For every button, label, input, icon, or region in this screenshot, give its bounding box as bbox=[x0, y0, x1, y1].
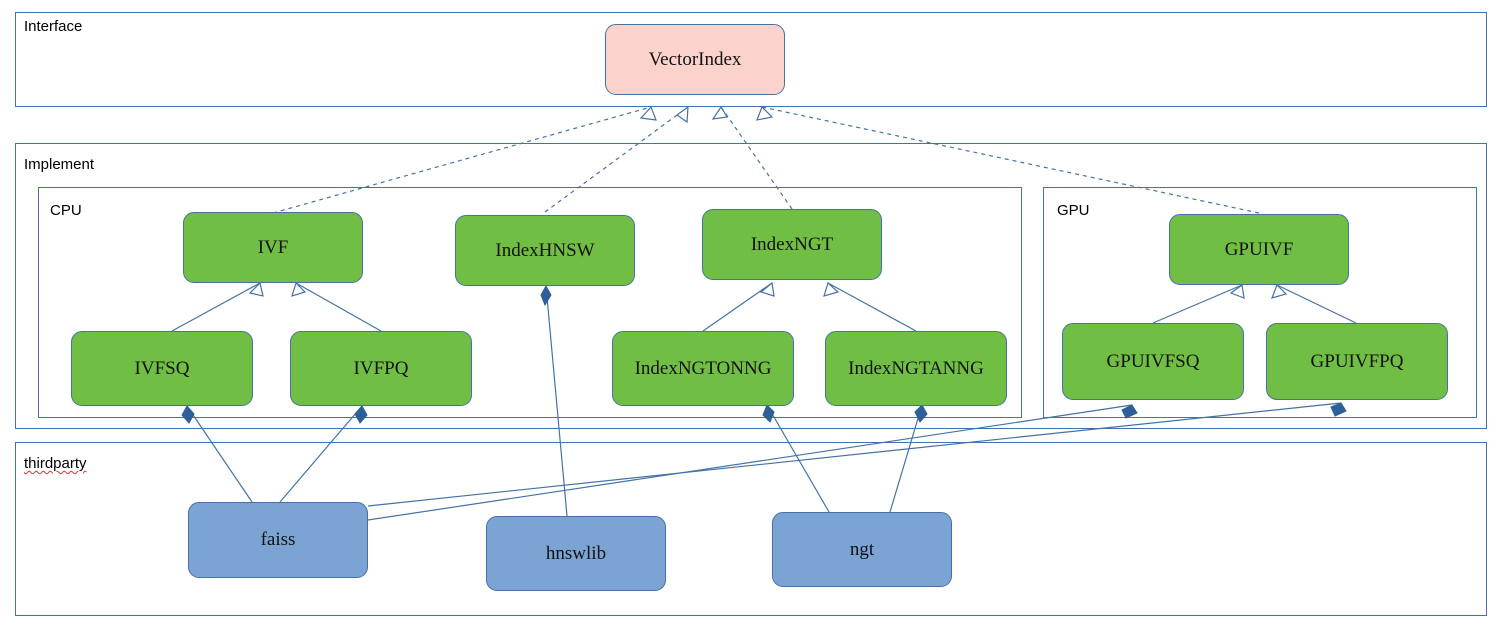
node-vectorindex[interactable]: VectorIndex bbox=[605, 24, 785, 95]
node-ivfsq[interactable]: IVFSQ bbox=[71, 331, 253, 406]
subgroup-gpu-label: GPU bbox=[1057, 202, 1090, 219]
node-indexngtanng[interactable]: IndexNGTANNG bbox=[825, 331, 1007, 406]
node-indexngtonng[interactable]: IndexNGTONNG bbox=[612, 331, 794, 406]
node-ngt[interactable]: ngt bbox=[772, 512, 952, 587]
group-thirdparty-label: thirdparty bbox=[24, 455, 87, 472]
group-interface-label: Interface bbox=[24, 18, 83, 35]
node-faiss[interactable]: faiss bbox=[188, 502, 368, 578]
node-ivf[interactable]: IVF bbox=[183, 212, 363, 283]
node-ivfpq[interactable]: IVFPQ bbox=[290, 331, 472, 406]
node-gpuivfsq[interactable]: GPUIVFSQ bbox=[1062, 323, 1244, 400]
node-indexngt[interactable]: IndexNGT bbox=[702, 209, 882, 280]
node-gpuivfpq[interactable]: GPUIVFPQ bbox=[1266, 323, 1448, 400]
node-indexhnsw[interactable]: IndexHNSW bbox=[455, 215, 635, 286]
node-gpuivf[interactable]: GPUIVF bbox=[1169, 214, 1349, 285]
group-implement-label: Implement bbox=[24, 156, 95, 173]
subgroup-cpu-label: CPU bbox=[50, 202, 82, 219]
node-hnswlib[interactable]: hnswlib bbox=[486, 516, 666, 591]
